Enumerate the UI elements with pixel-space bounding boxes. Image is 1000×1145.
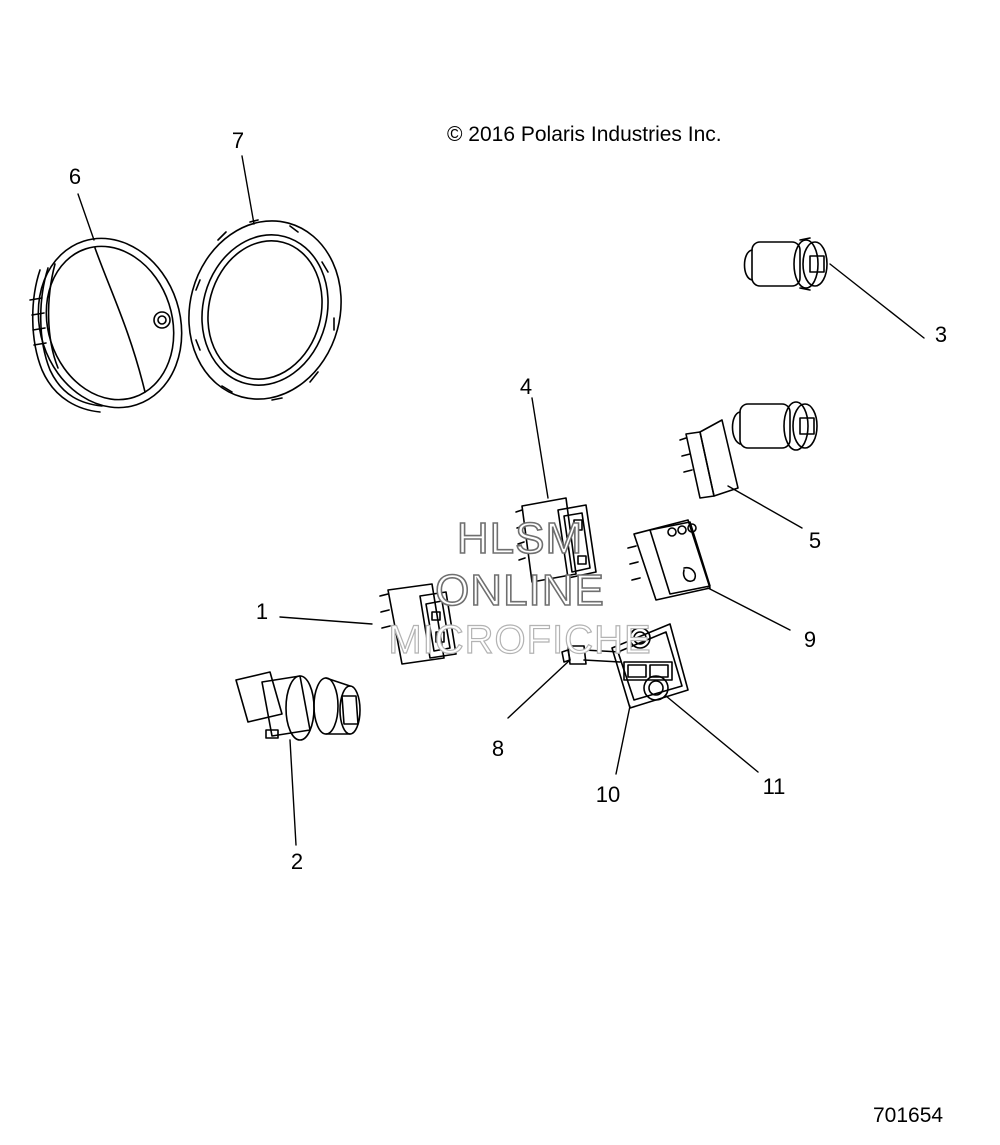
leader-7 bbox=[241, 155, 255, 225]
watermark-line-3: MICROFICHE bbox=[388, 617, 652, 662]
part-3-power-socket bbox=[743, 237, 828, 291]
leader-1 bbox=[279, 616, 373, 625]
part-4-rocker-switch bbox=[515, 497, 597, 583]
leader-6 bbox=[77, 193, 95, 241]
part-6-headlight bbox=[29, 237, 183, 413]
callout-3: 3 bbox=[934, 322, 948, 347]
leader-3 bbox=[829, 263, 925, 339]
leader-11 bbox=[665, 695, 759, 773]
watermark-line-1: HLSM bbox=[456, 513, 584, 564]
leader-lines bbox=[77, 155, 925, 846]
part-7-bezel-ring bbox=[188, 219, 342, 401]
copyright-notice: © 2016 Polaris Industries Inc. bbox=[447, 123, 722, 146]
callout-4: 4 bbox=[519, 374, 533, 399]
callout-9: 9 bbox=[803, 627, 817, 652]
leader-5 bbox=[727, 485, 803, 529]
callout-8: 8 bbox=[491, 736, 505, 761]
watermark-line-2: ONLINE bbox=[434, 565, 605, 616]
leader-2 bbox=[289, 739, 297, 846]
callout-6: 6 bbox=[68, 164, 82, 189]
part-9-switch bbox=[627, 519, 711, 601]
diagram-id-number: 701654 bbox=[873, 1104, 944, 1127]
leader-8 bbox=[507, 659, 571, 719]
part-11-knob bbox=[643, 675, 669, 701]
callout-7: 7 bbox=[231, 128, 245, 153]
callout-2: 2 bbox=[290, 849, 304, 874]
part-2-ignition-switch bbox=[235, 671, 361, 741]
part-1-rocker-switch bbox=[379, 583, 457, 665]
callout-10: 10 bbox=[595, 782, 621, 807]
callout-5: 5 bbox=[808, 528, 822, 553]
callout-11: 11 bbox=[762, 774, 786, 799]
callout-1: 1 bbox=[255, 599, 269, 624]
leader-10 bbox=[615, 705, 631, 775]
leader-4 bbox=[531, 397, 549, 499]
part-5-socket-plate bbox=[679, 401, 818, 499]
leader-9 bbox=[707, 587, 791, 631]
